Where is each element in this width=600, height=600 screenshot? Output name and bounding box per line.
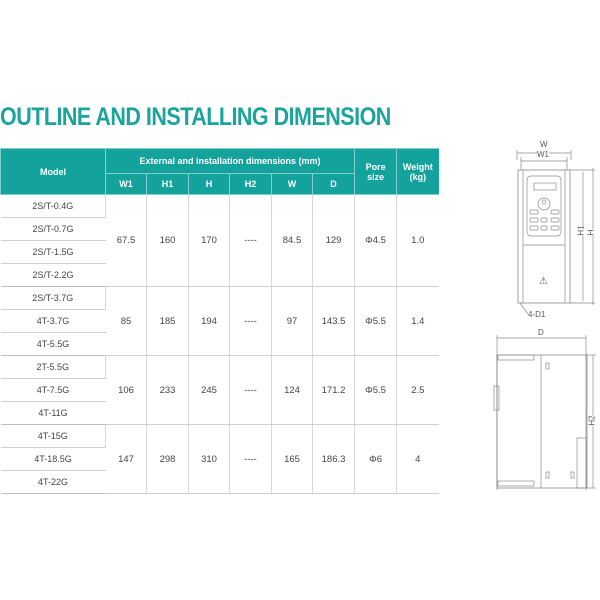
weight-cell: 2.5 <box>396 355 439 425</box>
h2-cell: ---- <box>229 424 272 494</box>
label-w: W <box>540 140 548 149</box>
header-pore-size: Pore size <box>354 148 398 195</box>
model-cell: 4T-18.5G <box>0 447 106 471</box>
model-cell: 2S/T-0.4G <box>0 194 106 218</box>
h-cell: 170 <box>188 194 230 287</box>
model-cell: 4T-11G <box>0 401 106 425</box>
table-row: 2S/T-1.5G <box>0 240 439 264</box>
w-cell: 84.5 <box>271 194 313 287</box>
h1-cell: 160 <box>146 194 189 287</box>
pore-cell: Φ5.5 <box>354 355 398 425</box>
header-dimensions-group: External and installation dimensions (mm… <box>104 148 356 174</box>
table-row: 4T-7.5G <box>0 378 439 402</box>
model-cell: 2S/T-0.7G <box>0 217 106 241</box>
pore-cell: Φ5.5 <box>354 286 398 356</box>
label-w1: W1 <box>537 150 549 159</box>
header-weight: Weight (kg) <box>396 148 439 195</box>
label-h2: H2 <box>587 415 597 426</box>
weight-cell: 4 <box>396 424 439 494</box>
w1-cell: 67.5 <box>105 194 147 287</box>
table-row: 4T-22G <box>0 470 439 494</box>
header-w: W <box>271 173 313 195</box>
h-cell: 310 <box>188 424 230 494</box>
w-cell: 124 <box>271 355 313 425</box>
model-cell: 4T-3.7G <box>0 309 106 333</box>
w1-cell: 147 <box>105 424 147 494</box>
pore-cell: Φ4.5 <box>354 194 398 287</box>
model-cell: 4T-5.5G <box>0 332 106 356</box>
w1-cell: 85 <box>105 286 147 356</box>
model-cell: 2T-5.5G <box>0 355 106 379</box>
model-cell: 2S/T-1.5G <box>0 240 106 264</box>
model-cell: 2S/T-2.2G <box>0 263 106 287</box>
header-h2: H2 <box>229 173 272 195</box>
table-row: 4T-3.7G <box>0 309 439 333</box>
h2-cell: ---- <box>229 286 272 356</box>
warning-icon: ⚠ <box>539 276 548 287</box>
model-cell: 2S/T-3.7G <box>0 286 106 310</box>
w-cell: 97 <box>271 286 313 356</box>
table-row: 4T-18.5G <box>0 447 439 471</box>
header-h1: H1 <box>146 173 189 195</box>
model-cell: 4T-15G <box>0 424 106 448</box>
w-cell: 165 <box>271 424 313 494</box>
model-cell: 4T-22G <box>0 470 106 494</box>
d-cell: 186.3 <box>312 424 356 494</box>
h-cell: 194 <box>188 286 230 356</box>
label-h1: H1 <box>576 225 586 236</box>
dimension-table: Model External and installation dimensio… <box>0 148 439 494</box>
table-row: 2S/T-3.7G 85 185 194 ---- 97 143.5 Φ5.5 … <box>0 286 439 356</box>
header-w1: W1 <box>105 173 147 195</box>
table-row: 4T-11G <box>0 401 439 425</box>
label-h: H <box>586 229 596 236</box>
h2-cell: ---- <box>229 194 272 287</box>
table-row: 4T-5.5G <box>0 332 439 356</box>
table-row: 2S/T-0.4G 67.5 160 170 ---- 84.5 129 Φ4.… <box>0 194 439 287</box>
table-row: 4T-15G 147 298 310 ---- 165 186.3 Φ6 4 <box>0 424 439 494</box>
label-4-d1: 4-D1 <box>528 310 546 319</box>
d-cell: 171.2 <box>312 355 356 425</box>
h1-cell: 233 <box>146 355 189 425</box>
header-model: Model <box>0 148 106 195</box>
page-title: OUTLINE AND INSTALLING DIMENSION <box>0 103 391 131</box>
model-cell: 4T-7.5G <box>0 378 106 402</box>
table-row: 2T-5.5G 106 233 245 ---- 124 171.2 Φ5.5 … <box>0 355 439 425</box>
d-cell: 143.5 <box>312 286 356 356</box>
pore-cell: Φ6 <box>354 424 398 494</box>
label-d: D <box>538 328 544 337</box>
weight-cell: 1.0 <box>396 194 439 287</box>
h1-cell: 298 <box>146 424 189 494</box>
h1-cell: 185 <box>146 286 189 356</box>
d-cell: 129 <box>312 194 356 287</box>
h2-cell: ---- <box>229 355 272 425</box>
w1-cell: 106 <box>105 355 147 425</box>
weight-cell: 1.4 <box>396 286 439 356</box>
table-row: 2S/T-2.2G <box>0 263 439 287</box>
h-cell: 245 <box>188 355 230 425</box>
table-row: 2S/T-0.7G <box>0 217 439 241</box>
header-d: D <box>311 173 355 195</box>
header-h: H <box>188 173 230 195</box>
